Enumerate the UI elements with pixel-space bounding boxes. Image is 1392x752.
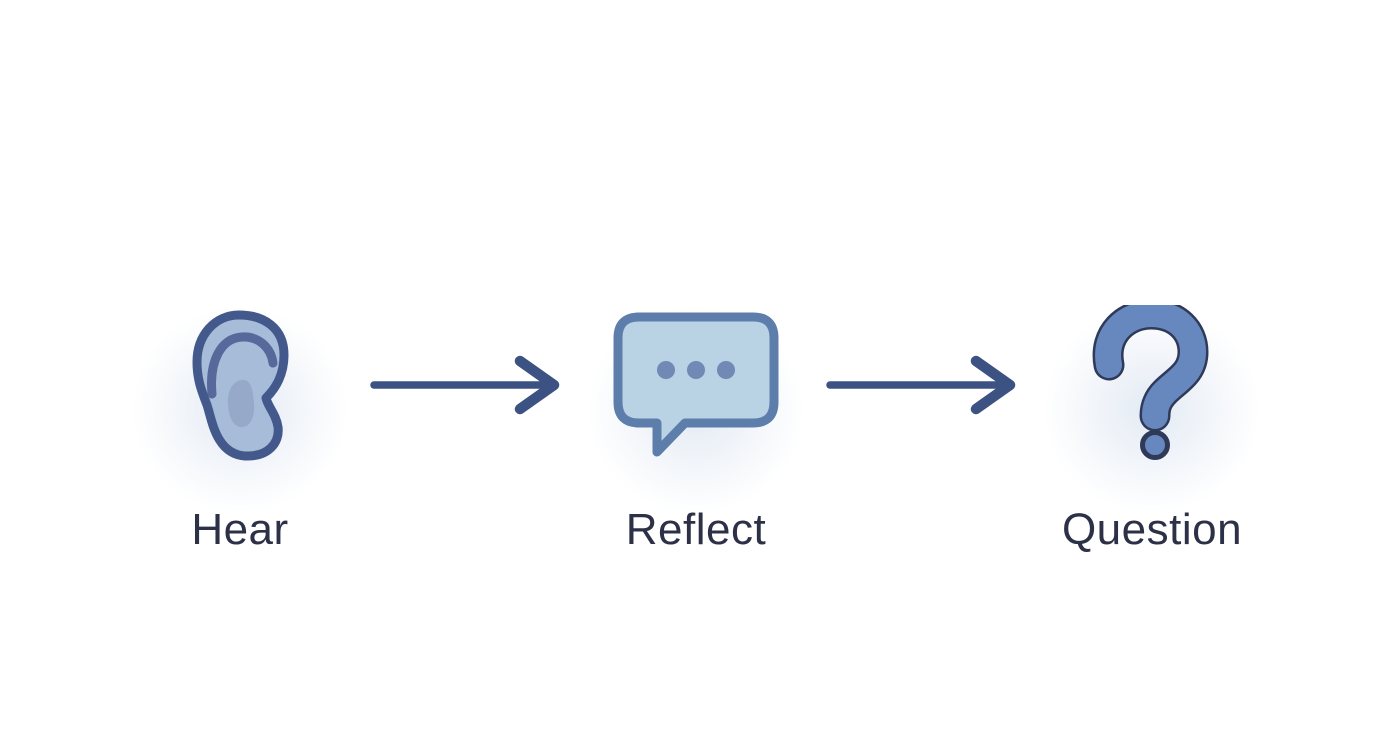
arrow-right-icon [370, 355, 560, 415]
arrow-right-icon [826, 355, 1016, 415]
ear-icon [185, 305, 295, 465]
step-label-question: Question [1061, 505, 1243, 554]
step-hear: Hear [120, 305, 360, 555]
step-question: Question [1032, 305, 1272, 555]
step-label-reflect: Reflect [625, 505, 767, 554]
step-reflect: Reflect [576, 305, 816, 555]
step-label-hear: Hear [191, 505, 289, 554]
process-flow: Hear Reflect [120, 305, 1272, 555]
speech-bubble-icon [611, 305, 781, 465]
question-mark-icon [1092, 305, 1212, 465]
